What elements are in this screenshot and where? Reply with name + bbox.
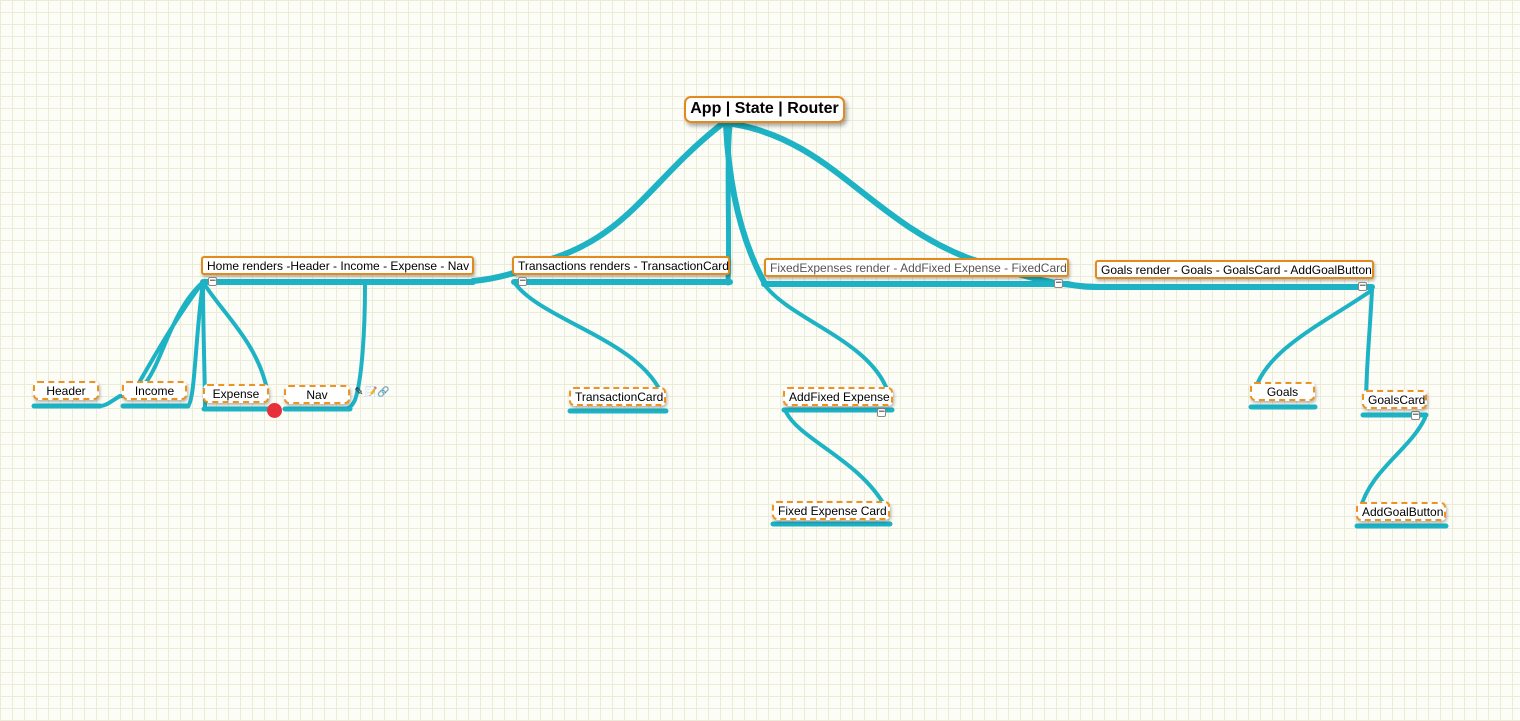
- node-expense[interactable]: Expense: [203, 384, 269, 403]
- node-goals[interactable]: Goals: [1250, 382, 1315, 401]
- collapse-toggle-add-fixed[interactable]: −: [877, 407, 886, 417]
- link-icon[interactable]: 🔗: [377, 387, 390, 398]
- node-home[interactable]: Home renders -Header - Income - Expense …: [201, 256, 474, 275]
- underline-goals: [1065, 281, 1375, 290]
- node-transactions[interactable]: Transactions renders - TransactionCard: [512, 256, 730, 275]
- node-fixed-expenses[interactable]: FixedExpenses render - AddFixed Expense …: [764, 258, 1069, 277]
- connector-home-income-2: [186, 280, 205, 408]
- root-node[interactable]: App | State | Router: [684, 96, 845, 123]
- connector-goals-goals: [1252, 288, 1374, 397]
- collapse-toggle-goals-card[interactable]: −: [1411, 410, 1420, 420]
- connector-fixed-add: [762, 282, 890, 394]
- connector-transactions-card: [512, 280, 664, 397]
- collapse-toggle-home[interactable]: −: [208, 276, 217, 286]
- node-transaction-card[interactable]: TransactionCard: [569, 387, 666, 406]
- connector-root-fixed: [723, 121, 767, 285]
- node-add-fixed-expense[interactable]: AddFixed Expense: [783, 387, 893, 406]
- connector-root-transactions: [470, 121, 725, 284]
- node-income[interactable]: Income: [122, 381, 187, 400]
- connector-add-fixed-card: [784, 410, 888, 510]
- collapse-toggle-fixed[interactable]: −: [1054, 278, 1063, 288]
- connector-goals-card: [1364, 288, 1374, 406]
- pencil-icon[interactable]: ✎: [354, 385, 364, 398]
- collapse-toggle-transactions[interactable]: −: [518, 276, 527, 286]
- edit-icon[interactable]: 📝: [365, 387, 378, 398]
- connector-card-addgoal: [1358, 416, 1427, 512]
- node-add-goal-button[interactable]: AddGoalButton: [1356, 502, 1446, 521]
- connector-home-income: [138, 280, 205, 383]
- node-fixed-expense-card[interactable]: Fixed Expense Card: [772, 501, 890, 520]
- collapse-toggle-goals[interactable]: −: [1358, 281, 1367, 291]
- connector-home-expense: [201, 280, 268, 387]
- node-tools: ✎📝🔗: [353, 385, 389, 399]
- node-goals-card[interactable]: GoalsCard: [1362, 390, 1427, 409]
- node-nav[interactable]: Nav: [284, 385, 350, 404]
- node-header[interactable]: Header: [33, 381, 99, 400]
- drag-handle[interactable]: [267, 403, 282, 418]
- node-goals-branch[interactable]: Goals render - Goals - GoalsCard - AddGo…: [1095, 260, 1374, 279]
